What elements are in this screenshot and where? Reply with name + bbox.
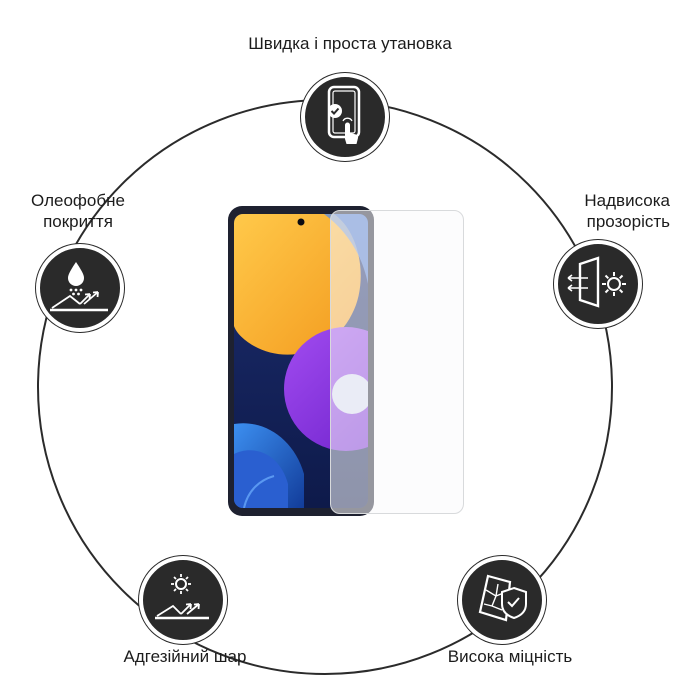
install-badge: [301, 73, 389, 161]
oleophobic-badge: [36, 244, 124, 332]
adhesive-badge: [139, 556, 227, 644]
oleophobic-label-line1: Олеофобне: [31, 191, 125, 210]
transparency-label-line2: прозорість: [586, 212, 670, 231]
oleophobic-label-line2: покриття: [43, 212, 113, 231]
sun-reflection-layer-icon: [155, 574, 209, 620]
oleophobic-label: Олеофобне покриття: [18, 190, 138, 232]
install-label: Швидка і проста утановка: [248, 34, 452, 53]
phone-tap-install-icon: [327, 85, 361, 144]
screen-protector-glass: [330, 210, 464, 514]
strength-badge: [458, 556, 546, 644]
transparency-badge: [554, 240, 642, 328]
transparency-label-line1: Надвисока: [584, 191, 670, 210]
adhesive-label: Адгезійний шар: [123, 647, 247, 666]
cracked-glass-shield-icon: [478, 574, 527, 622]
strength-label: Висока міцність: [447, 647, 573, 666]
glass-sun-transparency-icon: [567, 256, 626, 308]
transparency-label: Надвисока прозорість: [550, 190, 670, 232]
oil-drop-repel-icon: [50, 262, 108, 312]
